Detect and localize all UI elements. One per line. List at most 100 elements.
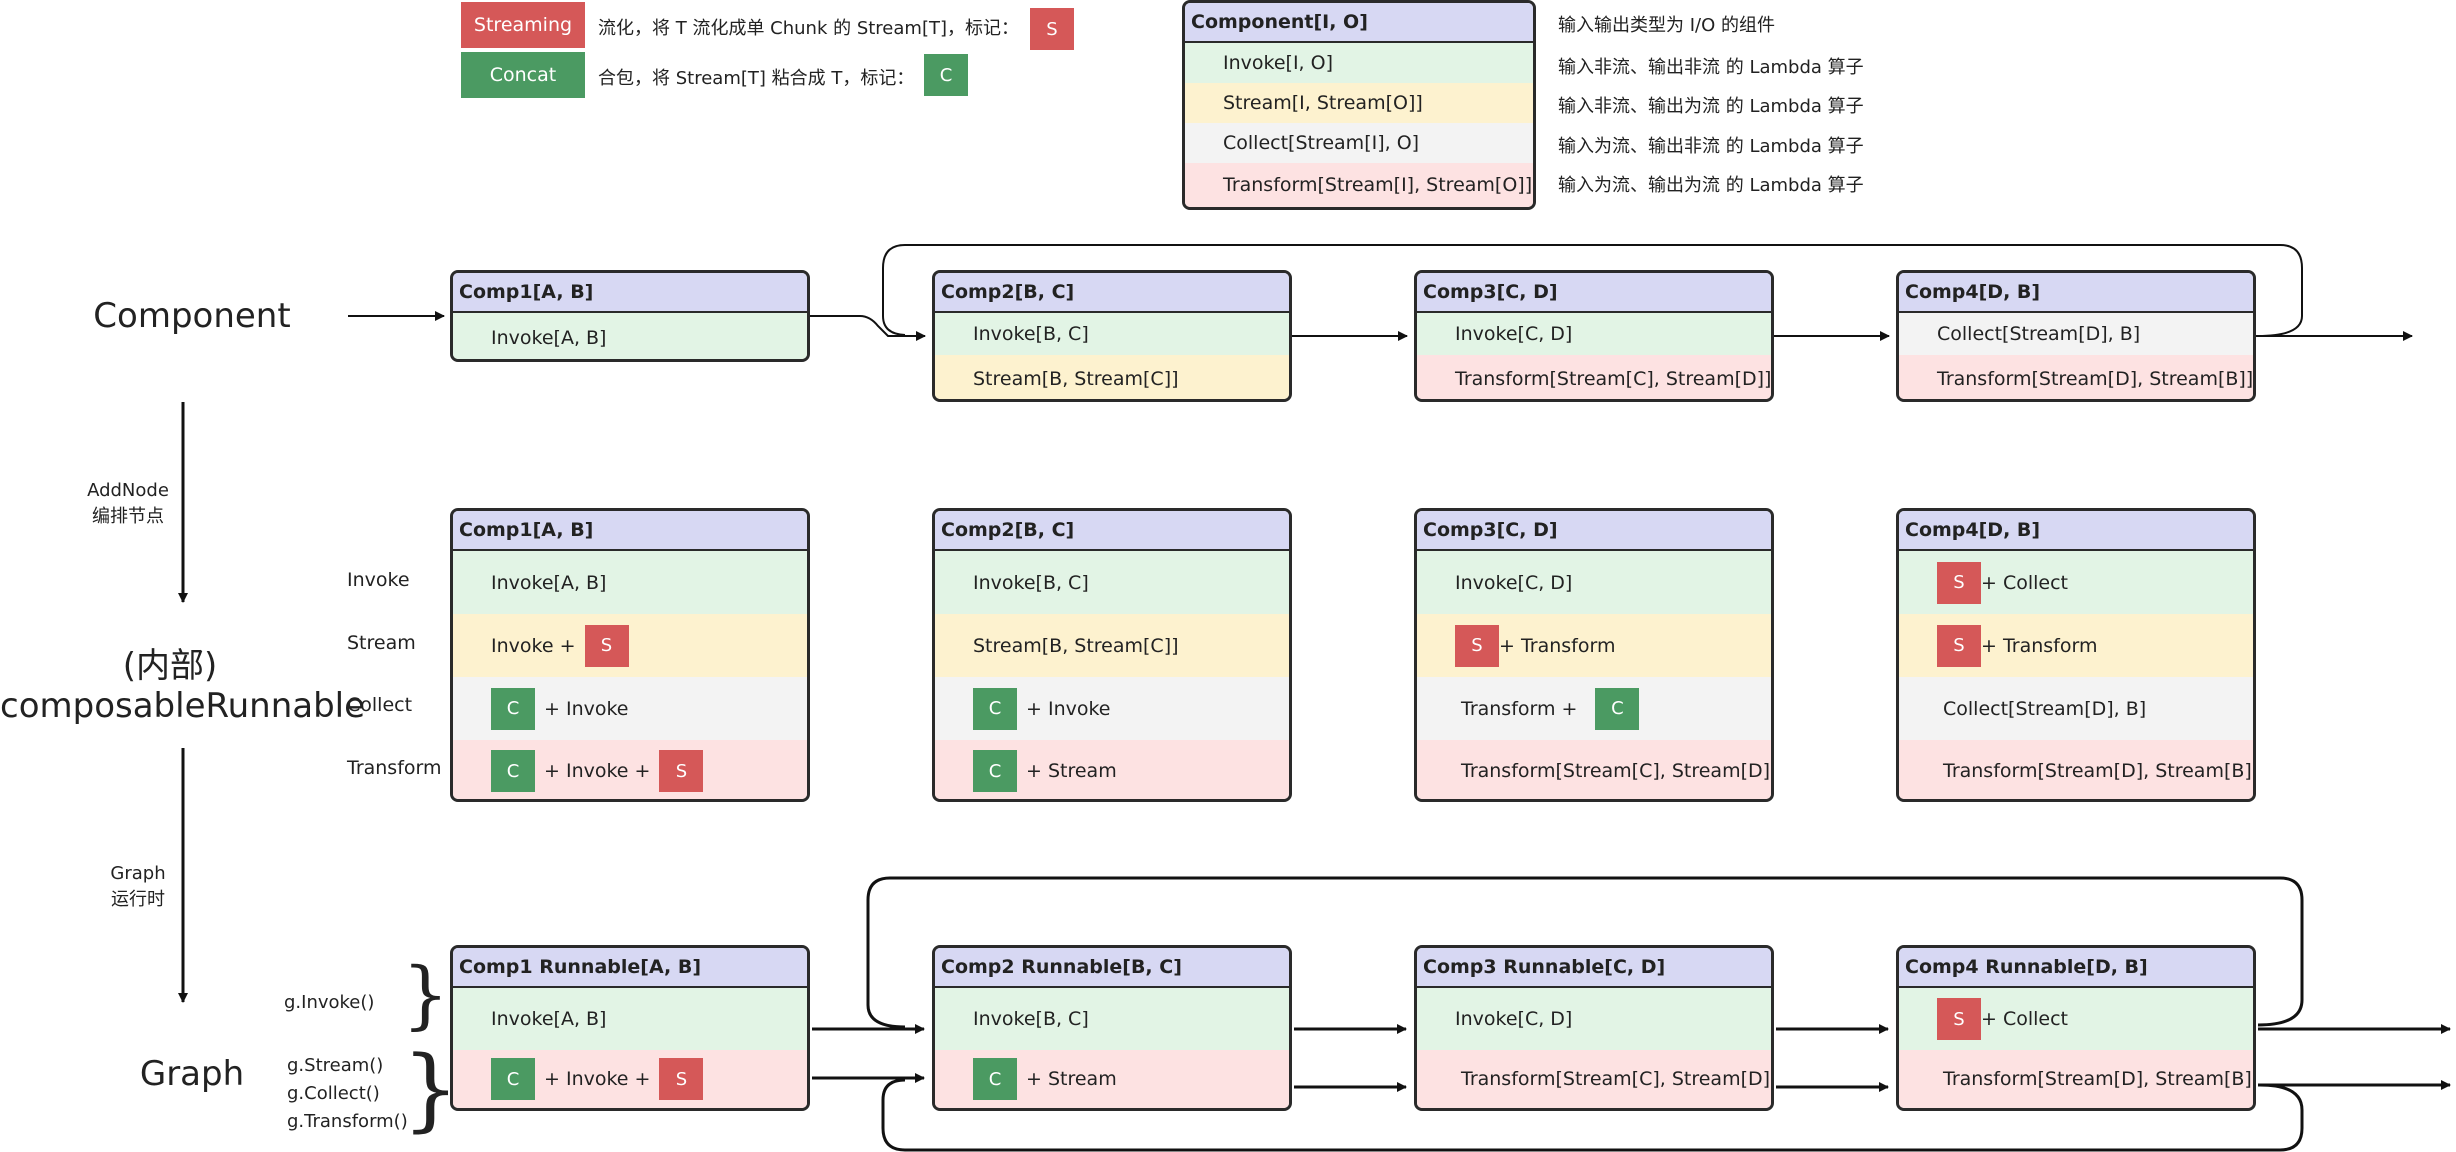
row2-comp1-invoke: Invoke[A, B] [453, 551, 807, 614]
row2-comp1-collect-c-mark: C [491, 687, 535, 730]
legend-row-collect: Collect[Stream[I], O] [1185, 123, 1533, 163]
row3-comp2-transform: C + Stream [935, 1050, 1289, 1108]
row1-comp4: Comp4[D, B] Collect[Stream[D], B] Transf… [1896, 270, 2256, 402]
row2-comp3-collect: Transform + C [1417, 677, 1771, 740]
row2-comp1-transform-s-mark: S [659, 750, 704, 792]
row1-comp3-invoke: Invoke[C, D] [1417, 313, 1771, 355]
row2-comp1-transform-c-mark: C [491, 750, 535, 792]
row2-comp2-collect: C + Invoke [935, 677, 1289, 740]
call-label-transform: g.Transform() [287, 1111, 408, 1132]
row2-comp2: Comp2[B, C] Invoke[B, C] Stream[B, Strea… [932, 508, 1292, 802]
section-label-composable: composableRunnable [0, 686, 366, 726]
legend-header-description: 输入输出类型为 I/O 的组件 [1558, 15, 1775, 36]
row2-comp4-stream-s-mark: S [1937, 624, 1981, 667]
row3-comp2-transform-text: + Stream [1026, 1068, 1117, 1090]
row2-comp3-collect-c-mark: C [1595, 687, 1640, 730]
component-type-legend: Component[I, O] Invoke[I, O] Stream[I, S… [1182, 0, 1536, 210]
call-label-invoke: g.Invoke() [284, 992, 375, 1013]
row2-comp4-invoke-s-mark: S [1937, 561, 1981, 604]
section-label-internal: (内部) [122, 646, 218, 686]
row2-comp1-collect-text: + Invoke [544, 697, 629, 720]
row3-comp2-invoke: Invoke[B, C] [935, 988, 1289, 1050]
mode-label-transform: Transform [347, 757, 442, 779]
row2-comp4-transform: Transform[Stream[D], Stream[B]] [1899, 740, 2253, 799]
legend-transform-description: 输入为流、输出为流 的 Lambda 算子 [1558, 175, 1864, 196]
row1-comp3: Comp3[C, D] Invoke[C, D] Transform[Strea… [1414, 270, 1774, 402]
row1-comp2-title: Comp2[B, C] [935, 273, 1289, 313]
row2-comp1: Comp1[A, B] Invoke[A, B] Invoke + S C + … [450, 508, 810, 802]
step-addnode-line1: AddNode [87, 480, 169, 501]
step-graph-line2: 运行时 [111, 889, 165, 910]
legend-invoke-description: 输入非流、输出非流 的 Lambda 算子 [1558, 57, 1864, 78]
row2-comp1-stream-text: Invoke + [491, 634, 576, 657]
row2-comp2-transform: C + Stream [935, 740, 1289, 799]
step-label-addnode: AddNode 编排节点 [70, 478, 186, 530]
row2-comp4-collect: Collect[Stream[D], B] [1899, 677, 2253, 740]
row3-comp2-title: Comp2 Runnable[B, C] [935, 948, 1289, 988]
concat-description: 合包，将 Stream[T] 粘合成 T，标记： [598, 68, 915, 89]
row2-comp2-collect-c-mark: C [973, 687, 1017, 730]
row2-comp2-invoke: Invoke[B, C] [935, 551, 1289, 614]
row2-comp1-stream-s-mark: S [584, 624, 629, 667]
row1-comp4-title: Comp4[D, B] [1899, 273, 2253, 313]
row3-comp3: Comp3 Runnable[C, D] Invoke[C, D] Transf… [1414, 945, 1774, 1111]
row2-comp3-invoke: Invoke[C, D] [1417, 551, 1771, 614]
call-labels-others: g.Stream() g.Collect() g.Transform() [287, 1052, 408, 1136]
row3-comp4-invoke: S + Collect [1899, 988, 2253, 1050]
row3-comp3-invoke: Invoke[C, D] [1417, 988, 1771, 1050]
step-addnode-line2: 编排节点 [92, 506, 164, 527]
row3-comp1-transform: C + Invoke + S [453, 1050, 807, 1108]
row3-comp2-transform-c-mark: C [973, 1058, 1017, 1100]
row1-comp2-invoke: Invoke[B, C] [935, 313, 1289, 355]
row3-comp1-transform-c-mark: C [491, 1058, 535, 1100]
row2-comp2-stream: Stream[B, Stream[C]] [935, 614, 1289, 677]
concat-tag: Concat [461, 52, 585, 98]
row2-comp3-stream-text: + Transform [1499, 634, 1616, 657]
row2-comp2-title: Comp2[B, C] [935, 511, 1289, 551]
row2-comp2-transform-text: + Stream [1026, 760, 1117, 782]
row3-comp4-transform: Transform[Stream[D], Stream[B]] [1899, 1050, 2253, 1108]
row2-comp2-transform-c-mark: C [973, 750, 1017, 792]
row3-comp4-invoke-s-mark: S [1937, 998, 1981, 1040]
row3-comp1-invoke: Invoke[A, B] [453, 988, 807, 1050]
row2-comp1-title: Comp1[A, B] [453, 511, 807, 551]
row1-comp4-collect: Collect[Stream[D], B] [1899, 313, 2253, 355]
arrow-comp1-comp2 [810, 315, 926, 341]
row2-comp3-collect-text: Transform + [1461, 697, 1578, 720]
concat-mark: C [924, 54, 968, 96]
row3-comp4-invoke-text: + Collect [1981, 1008, 2068, 1030]
row2-comp4-title: Comp4[D, B] [1899, 511, 2253, 551]
legend-collect-description: 输入为流、输出非流 的 Lambda 算子 [1558, 136, 1864, 157]
step-label-graph-runtime: Graph 运行时 [88, 861, 188, 913]
mode-label-stream: Stream [347, 632, 416, 654]
row2-comp4-stream: S + Transform [1899, 614, 2253, 677]
row2-comp4: Comp4[D, B] S + Collect S + Transform Co… [1896, 508, 2256, 802]
row2-comp3-transform: Transform[Stream[C], Stream[D]] [1417, 740, 1771, 799]
row2-comp4-invoke-text: + Collect [1981, 571, 2068, 594]
mode-label-invoke: Invoke [347, 569, 410, 591]
row2-comp4-invoke: S + Collect [1899, 551, 2253, 614]
section-label-graph: Graph [139, 1054, 245, 1094]
brace-others: } [402, 1037, 460, 1142]
row3-comp3-transform: Transform[Stream[C], Stream[D]] [1417, 1050, 1771, 1108]
legend-stream-description: 输入非流、输出为流 的 Lambda 算子 [1558, 96, 1864, 117]
row2-comp3-stream: S + Transform [1417, 614, 1771, 677]
row2-comp3: Comp3[C, D] Invoke[C, D] S + Transform T… [1414, 508, 1774, 802]
row3-comp1-transform-s-mark: S [659, 1058, 704, 1100]
row1-comp3-title: Comp3[C, D] [1417, 273, 1771, 313]
legend-row-transform: Transform[Stream[I], Stream[O]] [1185, 163, 1533, 207]
legend-row-invoke: Invoke[I, O] [1185, 43, 1533, 83]
streaming-description: 流化，将 T 流化成单 Chunk 的 Stream[T]，标记： [598, 18, 1019, 39]
section-label-component: Component [93, 296, 291, 336]
row1-comp2: Comp2[B, C] Invoke[B, C] Stream[B, Strea… [932, 270, 1292, 402]
mode-label-collect: Collect [347, 694, 413, 716]
row2-comp1-stream: Invoke + S [453, 614, 807, 677]
row3-comp1-title: Comp1 Runnable[A, B] [453, 948, 807, 988]
row2-comp1-transform: C + Invoke + S [453, 740, 807, 799]
row3-comp1: Comp1 Runnable[A, B] Invoke[A, B] C + In… [450, 945, 810, 1111]
legend-box-header: Component[I, O] [1185, 3, 1533, 43]
row1-comp2-stream: Stream[B, Stream[C]] [935, 355, 1289, 399]
row3-comp2: Comp2 Runnable[B, C] Invoke[B, C] C + St… [932, 945, 1292, 1111]
row1-comp3-transform: Transform[Stream[C], Stream[D]] [1417, 355, 1771, 399]
